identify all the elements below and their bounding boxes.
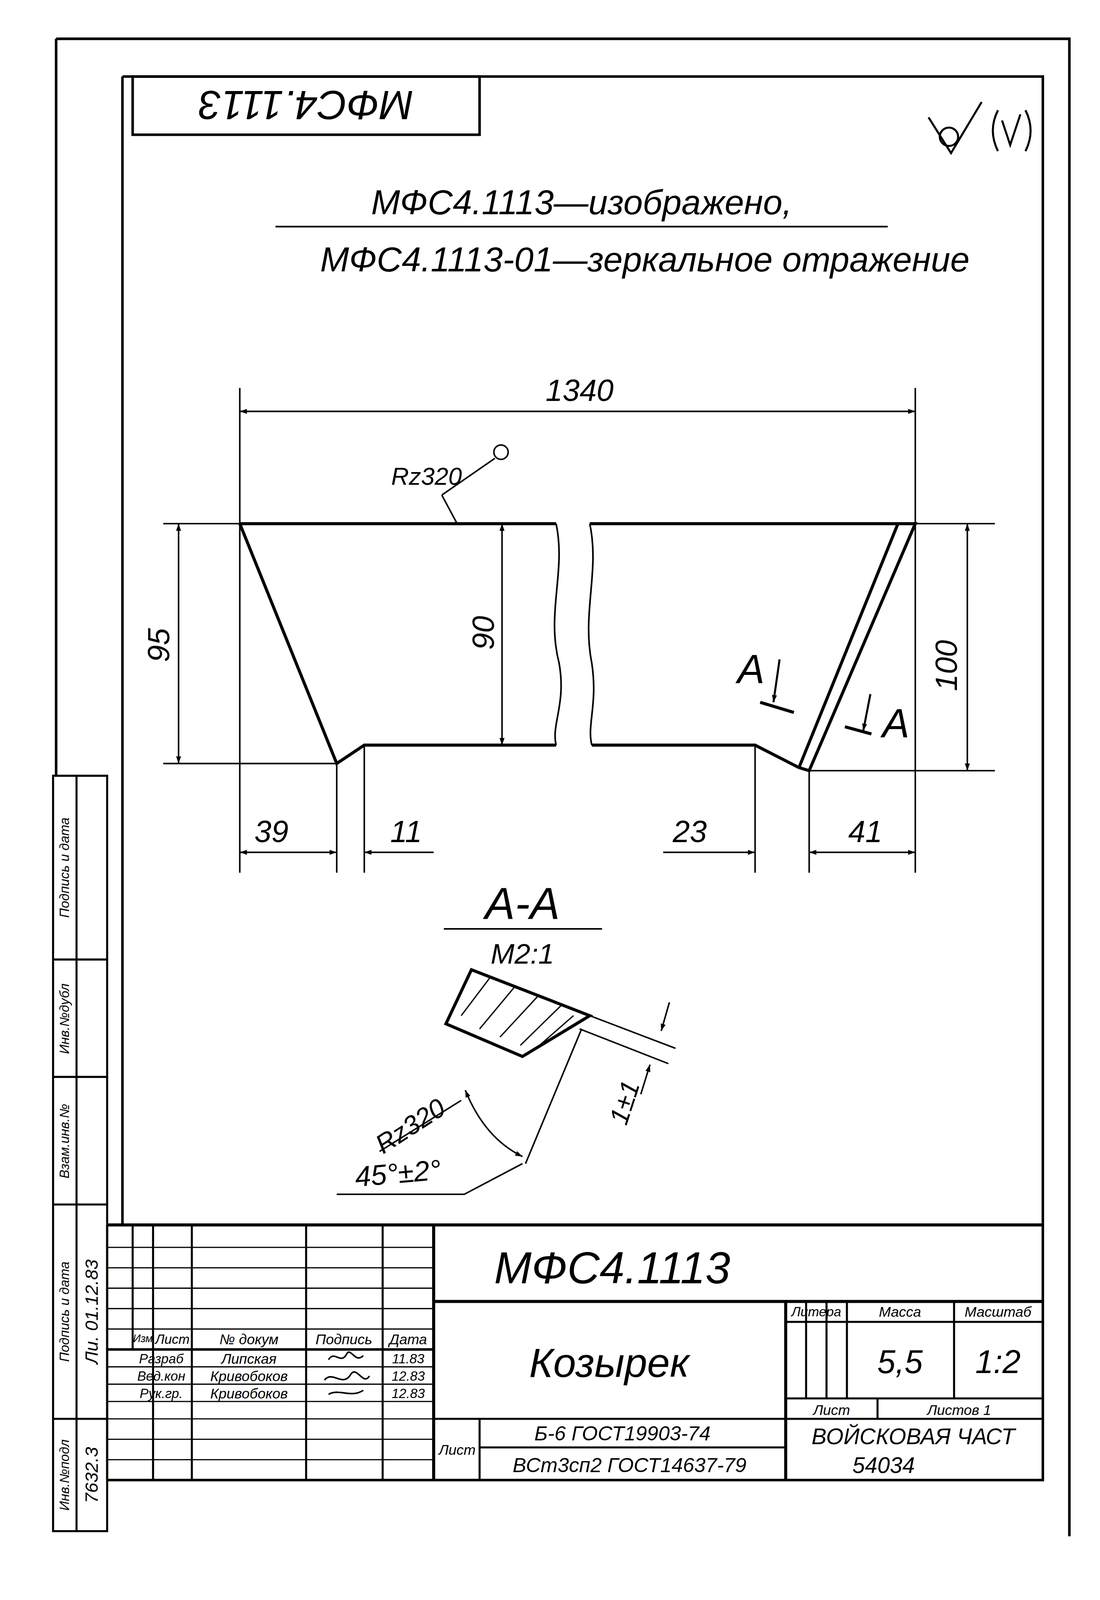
table-cell: Масштаб xyxy=(964,1304,1032,1319)
dimension-value: 11 xyxy=(390,816,422,847)
table-cell: 12.83 xyxy=(391,1386,425,1400)
table-cell: Лист xyxy=(438,1441,476,1457)
table-cell: Подпись и дата xyxy=(57,817,71,918)
drawing-code: МФС4.1113 xyxy=(494,1244,731,1290)
table-cell: Вед.кон xyxy=(137,1368,186,1382)
table-cell: Инв.№подл xyxy=(57,1439,71,1511)
table-cell: 1:2 xyxy=(975,1345,1021,1378)
side-strip xyxy=(52,775,108,1531)
dimension-value: 1340 xyxy=(545,375,614,406)
table-cell: Литера xyxy=(791,1304,841,1318)
signature xyxy=(324,1351,370,1395)
dimension-value: 90 xyxy=(468,615,499,650)
section-scale: М2:1 xyxy=(490,939,555,969)
part-name: Козырек xyxy=(529,1341,690,1383)
table-cell: Инв.№дубл xyxy=(57,983,71,1054)
table-cell: Липская xyxy=(221,1350,277,1366)
table-cell: Подпись и дата xyxy=(57,1260,71,1362)
dimension-value: 1±1 xyxy=(605,1077,645,1128)
sheet-frame xyxy=(56,38,1070,1536)
section-letter: А xyxy=(737,647,765,689)
table-cell: Изм xyxy=(132,1333,153,1345)
dimension-value: 95 xyxy=(143,627,175,662)
table-cell: Дата xyxy=(389,1331,428,1346)
dimension-value: 100 xyxy=(931,639,963,692)
table-cell: Разраб xyxy=(139,1351,184,1365)
table-cell: Лист xyxy=(813,1402,850,1417)
dimension-lines xyxy=(163,387,996,873)
roughness-value: Rz320 xyxy=(370,1093,450,1158)
organization-name: ВОЙСКОВАЯ ЧАСТ xyxy=(811,1425,1015,1448)
table-cell: Лист xyxy=(155,1331,190,1346)
table-cell: Взам.инв.№ xyxy=(57,1103,71,1178)
table-cell: Кривобоков xyxy=(210,1385,288,1401)
table-cell: Кривобоков xyxy=(210,1368,288,1383)
break-line xyxy=(554,523,594,745)
note-text: МФС4.1113-01—зеркальное отражение xyxy=(320,241,970,277)
table-cell: 5,5 xyxy=(877,1345,923,1378)
table-cell: Подпись xyxy=(315,1331,373,1346)
section-marks xyxy=(760,658,872,734)
table-cell: Масса xyxy=(879,1304,922,1319)
roughness-symbol xyxy=(928,102,1031,154)
heading-underline xyxy=(275,225,888,228)
material-text: Б-6 ГОСТ19903-74 xyxy=(534,1422,711,1443)
title-block xyxy=(107,1224,1043,1480)
table-cell: Рук.гр. xyxy=(139,1386,183,1400)
table-cell: Ли. 01.12.83 xyxy=(82,1259,101,1364)
section-letter: А xyxy=(882,702,910,743)
table-cell: № докум xyxy=(219,1331,279,1346)
table-cell: 12.83 xyxy=(391,1368,425,1382)
organization-name: 54034 xyxy=(852,1454,916,1477)
section-title: А-А xyxy=(485,880,560,926)
section-view xyxy=(336,928,676,1194)
dimension-value: 41 xyxy=(848,816,883,847)
part-outline xyxy=(239,523,916,771)
note-text: МФС4.1113—изображено, xyxy=(371,184,792,220)
drawing-code: МФС4.1113 xyxy=(198,84,414,126)
dimension-value: 45°±2° xyxy=(353,1155,443,1192)
dimension-value: 23 xyxy=(672,816,707,847)
table-cell: 11.83 xyxy=(391,1351,425,1365)
table-cell: 7632.3 xyxy=(82,1446,101,1503)
material-text: ВСт3сп2 ГОСТ14637-79 xyxy=(512,1454,747,1475)
roughness-value: Rz320 xyxy=(391,464,462,489)
table-cell: Листов 1 xyxy=(927,1402,992,1417)
dimension-value: 39 xyxy=(254,816,289,847)
